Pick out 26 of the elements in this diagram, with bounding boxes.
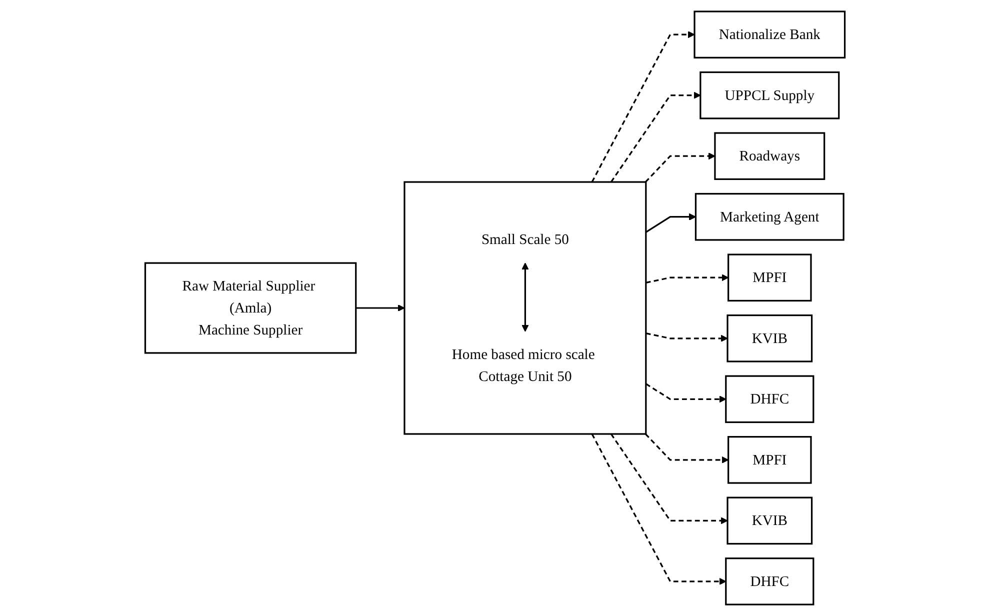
arrow (356, 304, 405, 312)
node-box: KVIB (726, 496, 813, 545)
node-box: Marketing Agent (694, 192, 844, 241)
arrow (644, 152, 716, 183)
node-box: MPFI (728, 436, 812, 484)
node-box: UPPCL Supply (700, 71, 840, 120)
arrow (591, 434, 726, 585)
arrow (646, 274, 729, 284)
node-box: DHFC (725, 375, 814, 424)
node-text: Home based micro scale Cottage Unit 50 (452, 346, 595, 384)
node-box: Roadways (714, 132, 826, 180)
node-box: DHFC (725, 558, 814, 606)
node-text: Small Scale 50 (481, 231, 569, 248)
arrow (645, 383, 726, 403)
arrow (610, 92, 701, 182)
node-box: MPFI (728, 254, 812, 302)
arrow (644, 433, 729, 464)
node-box: Nationalize Bank (694, 10, 846, 58)
arrow (646, 332, 728, 342)
arrow (522, 262, 529, 332)
arrow (645, 213, 696, 233)
arrow (591, 31, 695, 182)
node-box: KVIB (726, 314, 813, 362)
cluster (404, 181, 647, 435)
arrow (610, 434, 728, 524)
node-box: Raw Material Supplier (Amla) Machine Supplier (144, 262, 357, 354)
